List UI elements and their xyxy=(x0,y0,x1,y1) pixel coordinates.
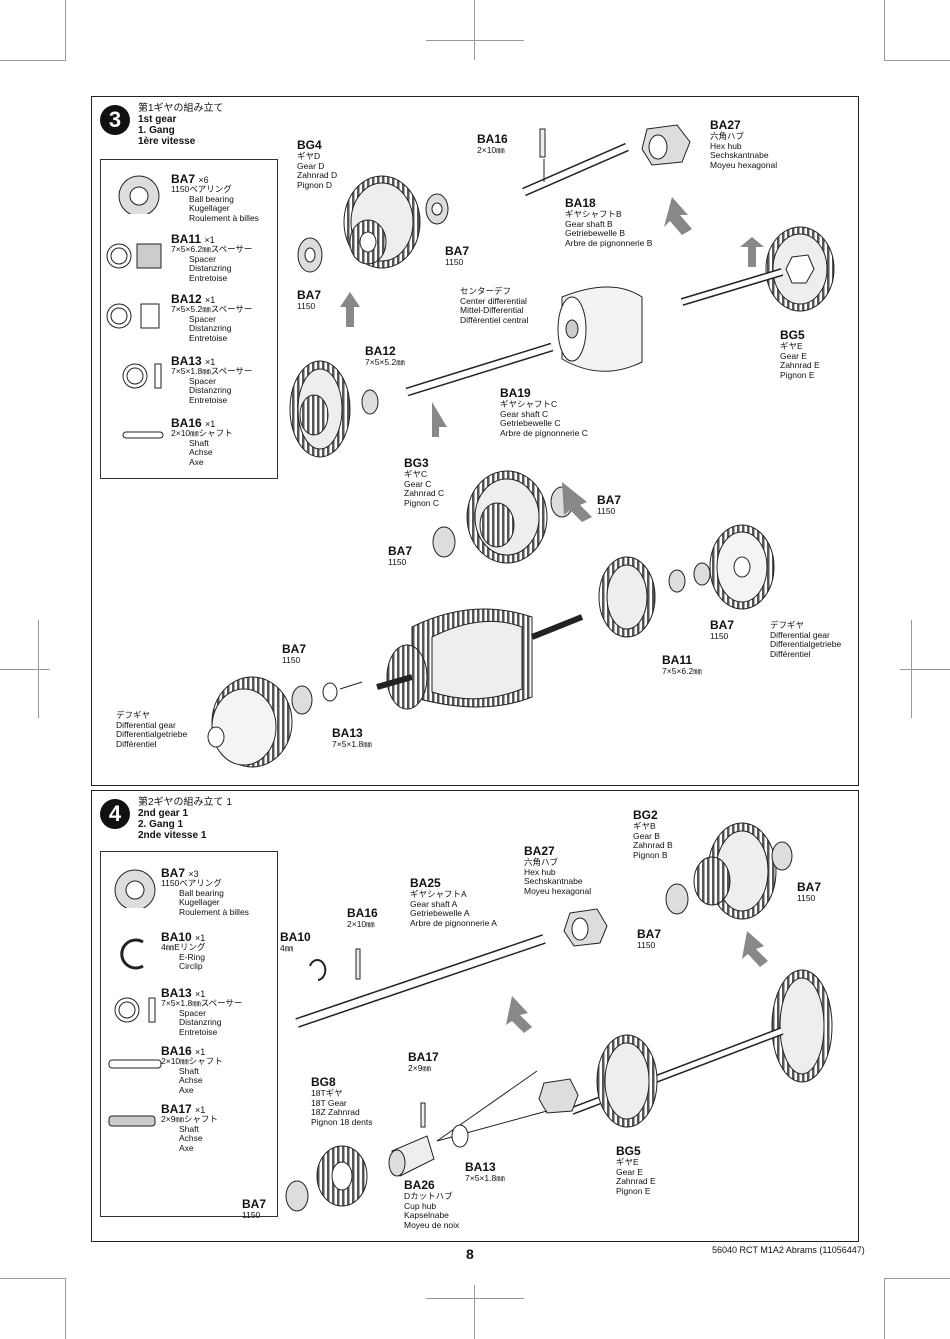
crop-mark xyxy=(884,1278,950,1279)
18t-gear-drawing xyxy=(316,1145,368,1207)
gear-b-drawing xyxy=(771,969,833,1083)
cup-hub-drawing xyxy=(388,1135,435,1177)
step-4-exploded-diagram xyxy=(285,822,833,1212)
gear-drawing xyxy=(289,360,351,458)
gear-c-drawing xyxy=(466,470,548,564)
differential-gear-drawing xyxy=(709,524,775,610)
e-ring-icon xyxy=(120,938,144,970)
crop-mark xyxy=(65,0,66,60)
gear-b-drawing xyxy=(693,822,777,920)
document-reference: 56040 RCT M1A2 Abrams (11056447) xyxy=(712,1245,865,1255)
bearing-icon xyxy=(114,869,156,908)
step-3-exploded-diagram xyxy=(207,124,835,768)
crop-mark xyxy=(38,620,39,718)
crop-mark xyxy=(884,60,950,61)
crop-mark xyxy=(474,0,475,60)
shaft-pin-drawing xyxy=(539,128,546,158)
spacer-icon xyxy=(114,997,156,1023)
crop-mark xyxy=(426,40,524,41)
crop-mark xyxy=(65,1278,66,1339)
shaft-icon xyxy=(108,1059,162,1069)
center-differential-assembled-drawing xyxy=(386,608,533,710)
spacer-icon xyxy=(106,303,160,329)
crop-mark xyxy=(0,1278,66,1279)
crop-mark xyxy=(0,60,66,61)
step-number: 3 xyxy=(100,105,130,135)
gear-drawing xyxy=(598,556,656,638)
shaft-icon xyxy=(108,1115,156,1127)
shaft-pin-drawing xyxy=(355,948,361,980)
spacer-drawing xyxy=(361,389,379,415)
step-title: 第2ギヤの組み立て 1 2nd gear 1 2. Gang 1 2nde vi… xyxy=(138,797,232,841)
bearing-drawing xyxy=(297,193,449,273)
hex-hub-drawing xyxy=(641,124,691,166)
bearing-icon xyxy=(118,175,160,214)
step-title: 第1ギヤの組み立て 1st gear 1. Gang 1ère vitesse xyxy=(138,103,224,147)
crop-mark xyxy=(426,1298,524,1299)
differential-gear-drawing xyxy=(207,676,293,768)
assembly-arrow xyxy=(340,197,764,522)
spacer-icon xyxy=(122,363,162,389)
crop-mark xyxy=(474,1285,475,1339)
e-ring-drawing xyxy=(309,959,327,981)
step-3-panel: 3 第1ギヤの組み立て 1st gear 1. Gang 1ère vitess… xyxy=(91,96,859,786)
page-number: 8 xyxy=(466,1246,474,1262)
assembly-arrow xyxy=(506,931,768,1033)
crop-mark xyxy=(884,0,885,60)
gear-e-drawing xyxy=(596,1034,658,1128)
shaft-icon xyxy=(122,431,164,439)
crop-mark xyxy=(884,1278,885,1339)
crop-mark xyxy=(911,620,912,718)
hex-hub-drawing xyxy=(563,908,608,947)
shaft-pin-drawing xyxy=(420,1102,426,1128)
crop-mark xyxy=(900,669,950,670)
crop-mark xyxy=(0,669,50,670)
step-4-panel: 4 第2ギヤの組み立て 1 2nd gear 1 2. Gang 1 2nde … xyxy=(91,790,859,1242)
step-number: 4 xyxy=(100,799,130,829)
gear-e-drawing xyxy=(765,226,835,312)
center-differential-drawing xyxy=(557,286,643,372)
spacer-icon xyxy=(106,243,162,269)
gear-d-drawing xyxy=(343,175,421,269)
